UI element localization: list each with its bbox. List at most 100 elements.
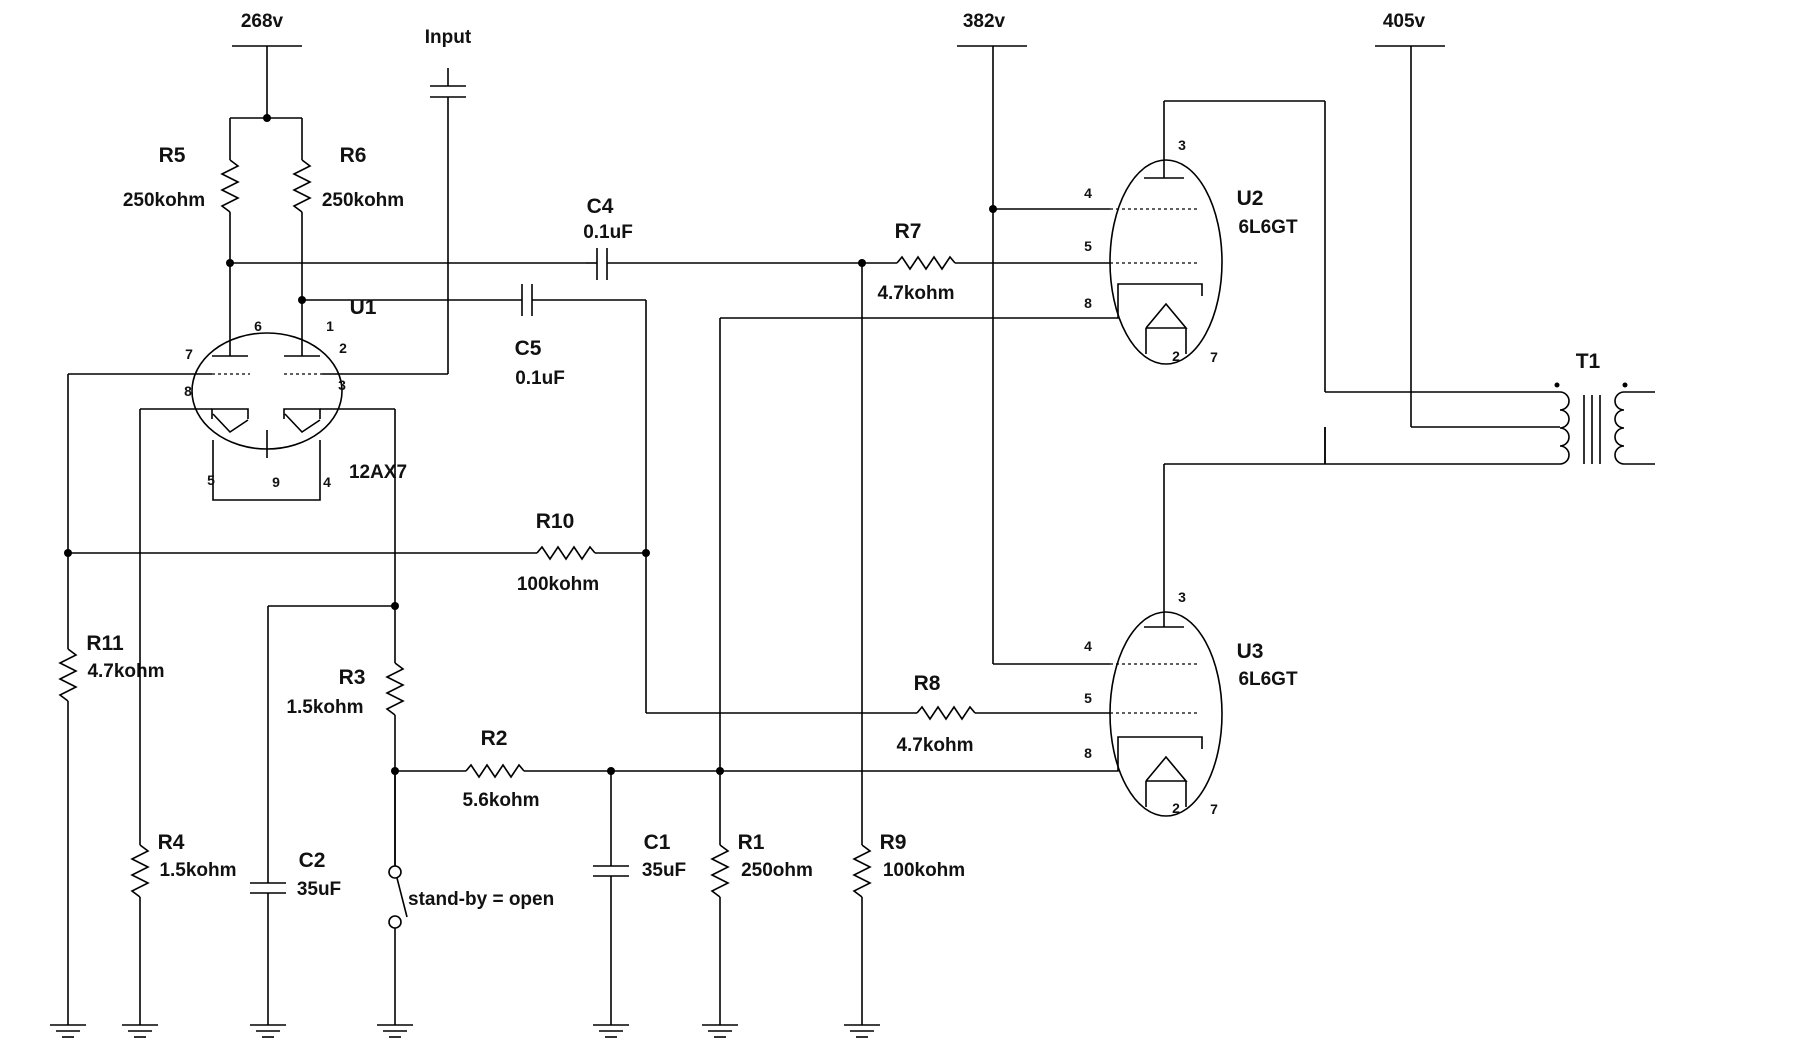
R6-value: 250kohm (322, 190, 404, 211)
U2-pin: 2 (1172, 348, 1180, 364)
U2-pin: 4 (1084, 185, 1092, 201)
U3-type: 6L6GT (1238, 669, 1298, 690)
C4-ref: C4 (587, 195, 614, 218)
U3-pin: 7 (1210, 801, 1218, 817)
R8-value: 4.7kohm (896, 735, 973, 756)
tube-U3: 3 4 5 8 2 7 U3 6L6GT (1084, 427, 1326, 817)
junction (989, 205, 997, 213)
R9-value: 100kohm (883, 860, 965, 881)
R9-ref: R9 (880, 831, 907, 854)
R11-value: 4.7kohm (87, 661, 164, 682)
R1-ref: R1 (738, 831, 765, 854)
U3-pin: 4 (1084, 638, 1092, 654)
R4-ref: R4 (158, 831, 185, 854)
resistor-R9: R9 100kohm (852, 263, 965, 1025)
R5-value: 250kohm (123, 190, 205, 211)
resistor-R5: R5 250kohm (123, 118, 240, 263)
capacitor-C4: C4 0.1uF (583, 195, 897, 280)
U3-pin: 2 (1172, 800, 1180, 816)
rail-382v: 382v (957, 11, 1110, 665)
R1-value: 250ohm (741, 860, 813, 881)
U3-pin: 5 (1084, 690, 1092, 706)
U1-pin: 5 (207, 472, 215, 488)
U1-pin: 1 (326, 318, 334, 334)
C1-ref: C1 (644, 831, 671, 854)
rail-405v-label: 405v (1383, 11, 1426, 32)
capacitor-C1: C1 35uF (593, 771, 686, 1025)
R7-value: 4.7kohm (877, 283, 954, 304)
capacitor-C2: C2 35uF (250, 605, 395, 1025)
ground-icon (377, 1024, 413, 1038)
R6-ref: R6 (340, 144, 367, 167)
ground-icon (50, 1024, 86, 1038)
U2-pin: 3 (1178, 137, 1186, 153)
U1-pin: 8 (184, 383, 192, 399)
junction (642, 549, 650, 557)
ground-symbols (50, 1024, 880, 1038)
ground-icon (593, 1024, 629, 1038)
input-terminal: Input (345, 27, 472, 375)
U1-pin: 6 (254, 318, 262, 334)
tube-U1: 6 1 7 2 8 3 5 9 4 U1 12AX7 (68, 263, 407, 501)
junction (263, 114, 271, 122)
resistor-R6: R6 250kohm (292, 118, 404, 300)
resistor-R11: R11 4.7kohm (58, 374, 165, 1025)
U1-pin: 7 (185, 346, 193, 362)
R3-value: 1.5kohm (286, 697, 363, 718)
U2-ref: U2 (1237, 187, 1264, 210)
phase-dot (1622, 382, 1628, 388)
U1-pin: 9 (272, 474, 280, 490)
U2-pin: 8 (1084, 295, 1092, 311)
ground-icon (250, 1024, 286, 1038)
U2-pin: 5 (1084, 238, 1092, 254)
R2-ref: R2 (481, 727, 508, 750)
ground-icon (702, 1024, 738, 1038)
R7-ref: R7 (895, 220, 922, 243)
resistor-R2: R2 5.6kohm (395, 727, 1110, 811)
rail-268v: 268v (230, 11, 302, 122)
ground-icon (844, 1024, 880, 1038)
U1-pin: 4 (323, 474, 331, 490)
U2-type: 6L6GT (1238, 217, 1298, 238)
U1-ref: U1 (350, 296, 377, 319)
C4-value: 0.1uF (583, 222, 633, 243)
R3-ref: R3 (339, 666, 366, 689)
ground-icon (122, 1024, 158, 1038)
C2-value: 35uF (297, 879, 341, 900)
C5-ref: C5 (515, 337, 542, 360)
U1-pin: 2 (339, 340, 347, 356)
R10-value: 100kohm (517, 574, 599, 595)
C1-value: 35uF (642, 860, 686, 881)
R8-ref: R8 (914, 672, 941, 695)
resistor-R4: R4 1.5kohm (130, 409, 237, 1025)
phase-dot (1554, 382, 1560, 388)
tube-U2: 3 4 5 8 2 7 U2 6L6GT (1084, 100, 1326, 392)
input-label: Input (425, 27, 472, 48)
U2-pin: 7 (1210, 349, 1218, 365)
U1-type: 12AX7 (349, 462, 407, 483)
U3-ref: U3 (1237, 640, 1264, 663)
rail-268v-label: 268v (241, 11, 284, 32)
T1-ref: T1 (1576, 350, 1601, 373)
U1-pin: 3 (338, 377, 346, 393)
capacitor-C5: C5 0.1uF (515, 284, 917, 714)
resistor-R8: R8 4.7kohm (896, 672, 1110, 756)
C2-ref: C2 (299, 849, 326, 872)
standby-switch[interactable]: stand-by = open (388, 771, 554, 1025)
transformer-T1: T1 (1324, 350, 1655, 465)
resistor-R10: R10 100kohm (64, 510, 650, 595)
R11-ref: R11 (86, 632, 124, 655)
R2-value: 5.6kohm (462, 790, 539, 811)
U3-pin: 8 (1084, 745, 1092, 761)
resistor-R7: R7 4.7kohm (858, 220, 1110, 304)
standby-label: stand-by = open (408, 889, 554, 910)
R4-value: 1.5kohm (159, 860, 236, 881)
R5-ref: R5 (159, 144, 186, 167)
R10-ref: R10 (536, 510, 575, 533)
rail-382v-label: 382v (963, 11, 1006, 32)
U3-pin: 3 (1178, 589, 1186, 605)
resistor-R1: R1 250ohm (710, 317, 1110, 1025)
rail-405v: 405v (1375, 11, 1560, 428)
C5-value: 0.1uF (515, 368, 565, 389)
